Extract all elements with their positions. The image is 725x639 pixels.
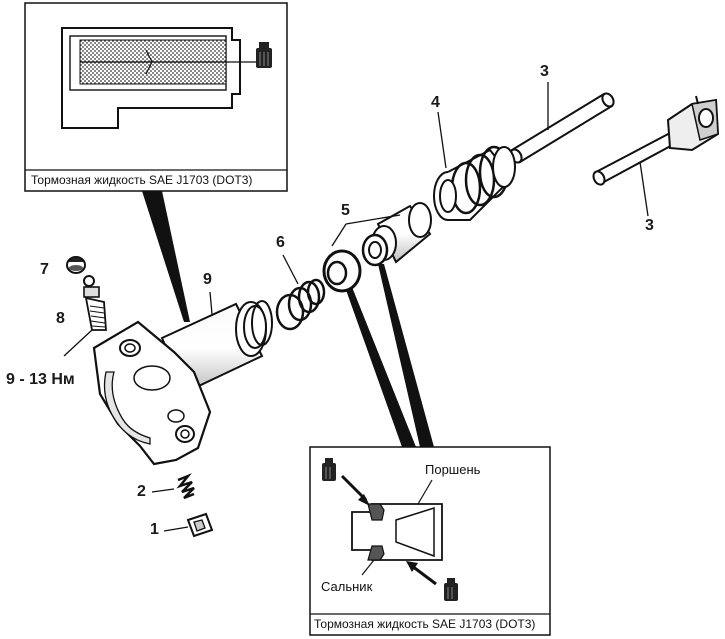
bottom-inset-box: [309, 446, 551, 636]
bottom-inset-pointer-a: [346, 287, 416, 447]
callout-5-leader-a: [331, 223, 347, 247]
bleeder-cap: [66, 256, 86, 274]
callout-8: 8: [56, 310, 65, 327]
torque-leader: [63, 329, 93, 357]
callout-3-lower: 3: [645, 217, 654, 234]
callout-1-leader: [163, 526, 189, 532]
callout-2: 2: [137, 483, 146, 500]
bleeder-screw: [83, 275, 107, 331]
brake-fluid-bottle-icon: [256, 42, 272, 68]
callout-2-leader: [151, 488, 175, 493]
cap-1: [186, 512, 214, 538]
bottom-inset-caption: Тормозная жидкость SAE J1703 (DOT3): [314, 617, 536, 631]
callout-1: 1: [150, 521, 159, 538]
callout-3-upper: 3: [540, 63, 549, 80]
piston-label: Поршень: [425, 462, 481, 477]
torque-spec: 9 - 13 Нм: [6, 371, 75, 388]
dust-boot: [433, 145, 516, 221]
seal-label: Сальник: [321, 579, 373, 594]
top-inset-pointer: [142, 191, 190, 322]
bottom-inset-pointer-b: [378, 264, 434, 447]
callout-4-leader: [437, 111, 447, 169]
callout-9-leader: [209, 291, 213, 315]
arrow-icon: [340, 474, 370, 506]
top-inset-box: [24, 2, 288, 192]
callout-5-leader-b: [345, 214, 401, 225]
pushrod-upper: [509, 92, 615, 164]
callout-3b-leader: [639, 161, 649, 217]
brake-fluid-bottle-icon: [444, 578, 458, 601]
callout-9: 9: [203, 271, 212, 288]
arrow-icon: [406, 561, 437, 586]
brake-fluid-bottle-icon: [322, 458, 336, 481]
callout-6: 6: [276, 234, 285, 251]
callout-5: 5: [341, 202, 350, 219]
piston: [361, 202, 432, 267]
piston-seal: [322, 249, 362, 293]
callout-4: 4: [431, 94, 440, 111]
top-inset-caption: Тормозная жидкость SAE J1703 (DOT3): [31, 173, 253, 187]
spring-2: [176, 473, 195, 500]
spring-6: [275, 278, 326, 331]
slave-cylinder-body: [92, 300, 273, 466]
pushrod-lower-with-clevis: [592, 95, 720, 186]
callout-6-leader: [282, 254, 299, 285]
callout-7: 7: [40, 261, 49, 278]
